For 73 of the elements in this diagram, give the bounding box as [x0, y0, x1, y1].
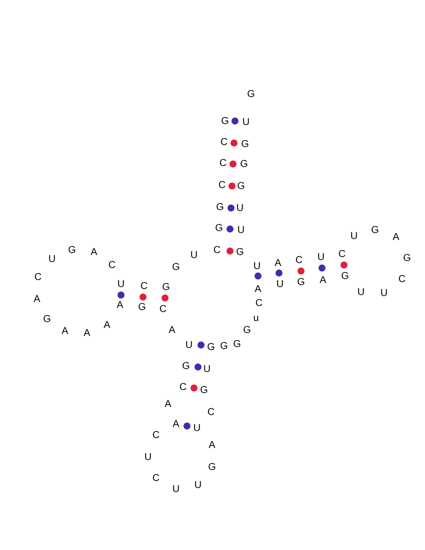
nucleotide-label: G [200, 386, 208, 396]
nucleotide-label: C [108, 261, 116, 271]
nucleotide-label: U [357, 288, 365, 298]
nucleotide-label: G [403, 254, 411, 264]
nucleotide-label: A [34, 295, 40, 305]
nucleotide-label: U [237, 226, 245, 236]
nucleotide-label: G [221, 117, 229, 127]
nucleotide-label: G [162, 283, 170, 293]
nucleotide-label: G [240, 160, 248, 170]
nucleotide-label: G [247, 90, 255, 100]
nucleotide-label: U [185, 341, 193, 351]
nucleotide-label: A [164, 400, 172, 410]
nucleotide-label: U [48, 255, 56, 265]
nucleotide-label: C [255, 299, 263, 309]
nucleotide-label: G [138, 303, 146, 313]
nucleotide-label: G [207, 343, 215, 353]
nucleotide-label: G [237, 182, 245, 192]
nucleotide-label: G [43, 315, 51, 325]
nucleotide-label: u [253, 314, 259, 324]
nucleotide-label: A [90, 248, 98, 258]
nucleotide-label: G [236, 248, 244, 258]
nucleotide-label: U [350, 232, 358, 242]
nucleotide-label: A [274, 259, 282, 269]
nucleotide-label: G [371, 226, 379, 236]
nucleotide-label: U [193, 424, 201, 434]
nucleotide-label: C [140, 282, 148, 292]
nucleotide-label: C [152, 474, 160, 484]
nucleotide-label: U [380, 289, 388, 299]
nucleotide-label: C [218, 181, 226, 191]
nucleotide-label: A [62, 327, 68, 337]
nucleotide-label: G [215, 224, 223, 234]
nucleotide-label: U [144, 453, 152, 463]
nucleotide-label: G [220, 342, 228, 352]
nucleotide-label: G [297, 278, 305, 288]
nucleotide-label: C [220, 138, 228, 148]
nucleotide-label: C [213, 246, 221, 256]
nucleotide-label: G [241, 140, 249, 150]
nucleotide-label: U [194, 481, 202, 491]
nucleotide-label: U [253, 262, 261, 272]
nucleotide-label: G [172, 263, 180, 273]
nucleotide-label: U [242, 118, 250, 128]
nucleotide-label: C [152, 431, 160, 441]
nucleotide-label: C [179, 383, 187, 393]
nucleotide-label: U [236, 204, 244, 214]
nucleotide-label: U [276, 280, 284, 290]
nucleotide-label: C [219, 159, 227, 169]
nucleotide-label: A [84, 329, 90, 339]
nucleotide-label: G [216, 203, 224, 213]
nucleotide-label: U [117, 280, 125, 290]
nucleotide-label: U [172, 485, 180, 495]
nucleotide-label: A [168, 326, 176, 336]
nucleotide-label: U [190, 251, 198, 261]
nucleotide-label: A [392, 233, 400, 243]
nucleotide-label: C [207, 408, 215, 418]
nucleotide-label: G [233, 340, 241, 350]
nucleotide-label: U [317, 253, 325, 263]
nucleotide-label: A [116, 301, 124, 311]
nucleotide-label: C [338, 250, 346, 260]
nucleotide-label: G [243, 326, 251, 336]
nucleotide-label: G [182, 362, 190, 372]
nucleotide-label: U [203, 365, 211, 375]
nucleotide-label: C [159, 305, 167, 315]
nucleotide-label: A [104, 321, 110, 331]
nucleotide-label: G [68, 246, 76, 256]
nucleotide-label: C [34, 273, 42, 283]
nucleotide-label: A [254, 285, 262, 295]
nucleotide-label: G [208, 463, 216, 473]
nucleotide-label: A [208, 441, 216, 451]
nucleotide-label: A [172, 420, 180, 430]
nucleotide-label: C [295, 256, 303, 266]
nucleotide-label: A [320, 276, 326, 286]
nucleotide-label: G [341, 272, 349, 282]
nucleotide-label: C [398, 275, 406, 285]
